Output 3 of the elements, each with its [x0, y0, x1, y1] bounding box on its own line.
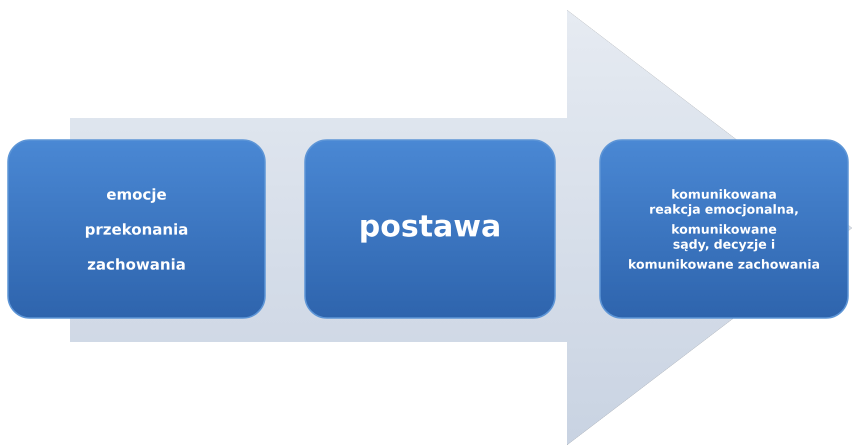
- process-box: emocje przekonania zachowania: [7, 139, 266, 319]
- process-box: komunikowana reakcja emocjonalna, komunikowane sądy, decyzje i komunikowane zachowania: [599, 139, 849, 319]
- process-box: postawa: [304, 139, 556, 319]
